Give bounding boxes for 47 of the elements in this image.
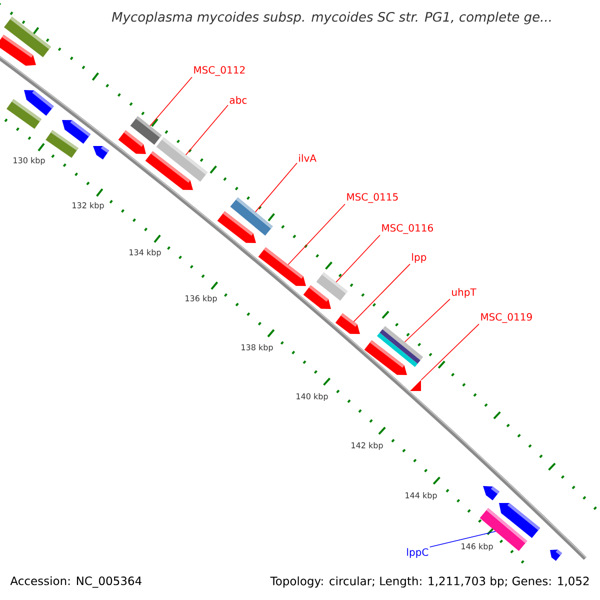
leader-line [336, 234, 380, 282]
gene-pentagon [258, 247, 306, 286]
gene-label: MSC_0119 [481, 313, 532, 323]
scale-label: 130 kbp [14, 157, 45, 165]
gene-pentagon [483, 486, 500, 500]
leader-line [288, 204, 346, 266]
scale-label: 136 kbp [186, 295, 217, 303]
gene-pentagon [145, 151, 193, 190]
gene-pentagon [364, 340, 407, 375]
gene-label: MSC_0112 [194, 66, 245, 76]
footer-text: Accession: NC_005364 [10, 576, 142, 588]
scale-label: 134 kbp [130, 249, 161, 257]
gene-label: abc [230, 96, 247, 104]
gene-bar [376, 326, 424, 367]
gene-pentagon [93, 146, 110, 160]
gene-bar [46, 130, 78, 158]
gene-triangle [410, 380, 421, 391]
gene-pentagon [0, 34, 36, 66]
scale-label: 138 kbp [242, 344, 273, 352]
leader-line [420, 324, 480, 380]
scale-label: 146 kbp [462, 543, 493, 551]
gene-label: lpp [412, 253, 426, 263]
title: Mycoplasma mycoides subsp. mycoides SC str. PG1, complete ge... [112, 12, 551, 24]
gene-label: ilvA [299, 154, 316, 162]
scale-label: 132 kbp [72, 202, 104, 210]
gene-pentagon [217, 211, 256, 243]
gene-label: MSC_0115 [347, 193, 398, 203]
scale-label: 140 kbp [296, 393, 328, 401]
gene-pentagon [303, 285, 331, 309]
leader-line [254, 162, 298, 212]
leader-line [429, 530, 496, 548]
gene-label: MSC_0116 [382, 224, 433, 234]
gene-bar [6, 99, 42, 129]
gene-label: uhpT [452, 288, 476, 298]
gene-pentagon [499, 503, 540, 538]
scale-label: 142 kbp [352, 442, 383, 450]
gene-pentagon [118, 130, 146, 154]
leader-line [353, 264, 410, 322]
scale-label: 144 kbp [406, 492, 437, 500]
footer-text: Topology: circular; Length: 1,211,703 bp; Genes: 1,052 [270, 576, 589, 588]
leader-line [185, 104, 228, 156]
gene-pentagon [335, 313, 360, 334]
gene-pentagon [550, 550, 562, 561]
leader-line [404, 298, 450, 342]
leader-line [150, 76, 192, 126]
gene-label: lppC [407, 548, 428, 558]
gene-pentagon [62, 120, 91, 144]
